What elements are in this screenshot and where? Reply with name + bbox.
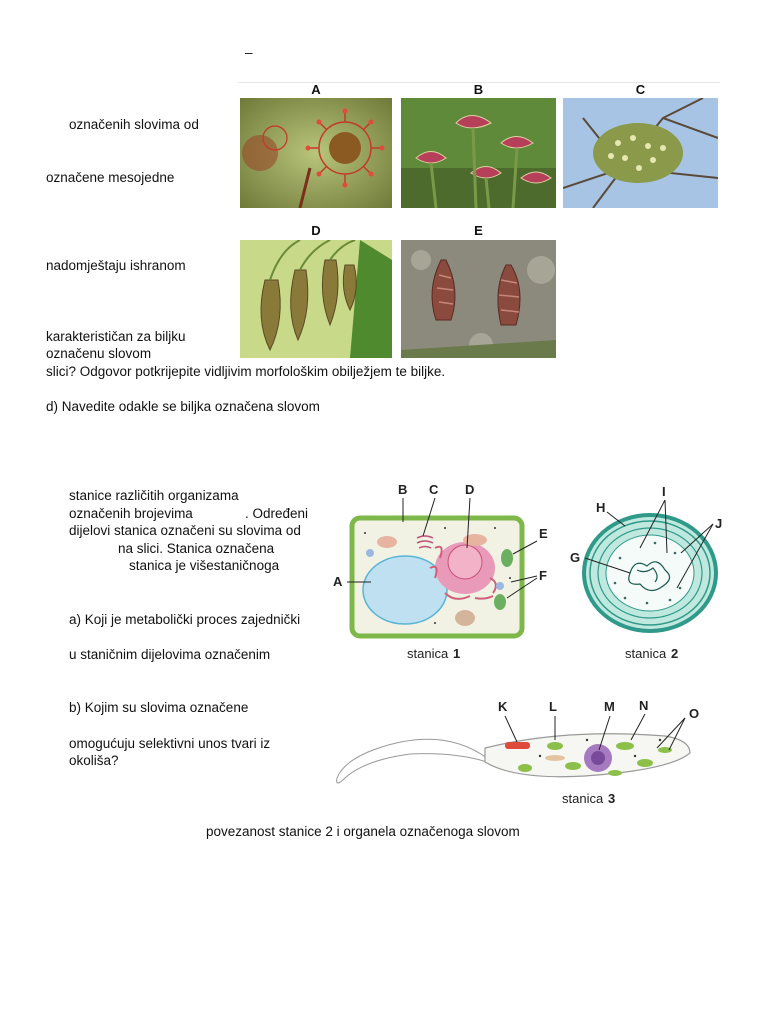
cell3-label-n: N — [639, 698, 648, 713]
cell3-label-m: M — [604, 699, 615, 714]
cell-2-diagram: H I J G stanica 2 — [570, 484, 722, 661]
cells-text-line: stanica je višestaničnoga — [129, 558, 280, 573]
plants-text-line: d) Navedite odakle se biljka označena sl… — [46, 399, 320, 414]
cell3-caption-num: 3 — [608, 791, 615, 806]
photo-label-d: D — [311, 223, 321, 238]
question-b-line: omogućuju selektivni unos tvari iz — [69, 736, 271, 751]
photo-label-e: E — [474, 223, 483, 238]
photo-venus-flytrap — [401, 98, 556, 208]
question-a-line: u staničnim dijelovima označenim — [69, 647, 271, 662]
photo-sundew — [240, 98, 392, 208]
cell-3-diagram: K L M N O stanica 3 — [336, 698, 699, 806]
question-a-line: a) Koji je metabolički proces zajednički — [69, 612, 301, 627]
plants-text-line: označenih slovima od — [69, 117, 199, 132]
divider — [238, 82, 720, 83]
photo-pitcher-plant — [240, 240, 392, 358]
photo-broomrape — [401, 240, 556, 358]
cell3-label-o: O — [689, 706, 699, 721]
plants-text-line: nadomještaju ishranom — [46, 258, 186, 273]
cell3-label-l: L — [549, 699, 557, 714]
cell2-caption-num: 2 — [671, 646, 678, 661]
cell2-label-g: G — [570, 550, 580, 565]
cell-1-diagram: A B C D E F stanica 1 — [333, 482, 548, 661]
photo-label-b: B — [473, 82, 484, 97]
photo-label-c: C — [635, 82, 646, 97]
question-b-line: b) Kojim su slovima označene — [69, 700, 249, 715]
cell1-label-f: F — [539, 568, 547, 583]
photo-mistletoe — [563, 98, 718, 208]
cell1-label-e: E — [539, 526, 548, 541]
cell3-caption-word: stanica — [562, 791, 604, 806]
cell2-label-h: H — [596, 500, 605, 515]
cells-text-line: označenih brojevima — [69, 506, 193, 521]
cell3-label-k: K — [498, 699, 508, 714]
plants-text-line: označene mesojedne — [46, 170, 175, 185]
cell1-caption-num: 1 — [453, 646, 460, 661]
question-c-line: povezanost stanice 2 i organela označeno… — [206, 824, 520, 839]
cells-text-line: . Određeni — [245, 506, 309, 521]
question-b-line: okoliša? — [69, 753, 119, 768]
cells-text-line: na slici. Stanica označena — [118, 541, 275, 556]
cell1-label-d: D — [465, 482, 474, 497]
plants-text-line: slici? Odgovor potkrijepite vidljivim mo… — [46, 364, 446, 379]
cell2-label-j: J — [715, 516, 722, 531]
cell1-caption-word: stanica — [407, 646, 449, 661]
plants-text-line: označenu slovom — [46, 346, 152, 361]
cell1-label-b: B — [398, 482, 407, 497]
photo-label-a: A — [311, 82, 321, 97]
cell1-label-a: A — [333, 574, 343, 589]
cell-diagrams: A B C D E F stanica 1 H I J G stanica — [333, 482, 722, 806]
cell2-caption-word: stanica — [625, 646, 667, 661]
cell2-label-i: I — [662, 484, 666, 499]
cells-text-line: dijelovi stanica označeni su slovima od — [69, 523, 301, 538]
cell1-label-c: C — [429, 482, 439, 497]
top-dash: – — [245, 45, 253, 60]
plants-text-line: karakterističan za biljku — [46, 329, 186, 344]
cells-text-line: stanice različitih organizama — [69, 488, 239, 503]
